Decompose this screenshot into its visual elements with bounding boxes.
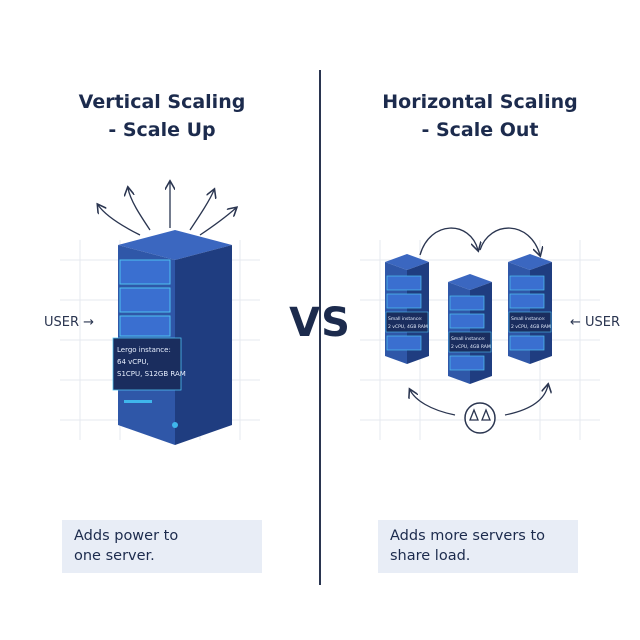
server-spec-line: Small instance: bbox=[511, 316, 546, 322]
distribution-arrows-icon bbox=[410, 227, 548, 416]
balance-scale-icon bbox=[464, 402, 496, 434]
title-line: - Scale Up bbox=[108, 119, 216, 141]
small-server bbox=[385, 254, 429, 364]
server-spec-line: S1CPU, S12GB RAM bbox=[117, 370, 186, 378]
large-server bbox=[112, 230, 232, 445]
divider bbox=[319, 70, 321, 585]
user-label-right: ← USER bbox=[570, 315, 621, 330]
small-server bbox=[448, 274, 492, 384]
small-server bbox=[508, 254, 552, 364]
note-line: Adds more servers to bbox=[390, 528, 546, 544]
horizontal-scaling-title: Horizontal Scaling - Scale Out bbox=[350, 88, 610, 144]
vertical-scaling-title: Vertical Scaling - Scale Up bbox=[32, 88, 292, 144]
server-spec-line: 2 vCPU, 4GB RAM bbox=[451, 344, 491, 350]
vertical-note: Adds power to one server. bbox=[62, 520, 262, 573]
user-label-left: USER → bbox=[44, 315, 95, 330]
server-spec-line: 2 vCPU, 4GB RAM bbox=[388, 324, 428, 330]
horizontal-note: Adds more servers to share load. bbox=[378, 520, 578, 573]
small-servers: Small instance: 2 vCPU, 4GB RAM Small ins… bbox=[385, 254, 552, 384]
vs-label: VS bbox=[289, 300, 351, 346]
server-spec-line: 2 vCPU, 4GB RAM bbox=[511, 324, 551, 330]
title-line: - Scale Out bbox=[421, 119, 539, 141]
note-line: Adds power to bbox=[74, 528, 179, 544]
note-line: one server. bbox=[74, 548, 155, 564]
server-spec-line: Small instance: bbox=[388, 316, 423, 322]
server-spec-line: Lergo instance: bbox=[117, 346, 171, 354]
note-line: share load. bbox=[390, 548, 471, 564]
server-spec-line: 64 vCPU, bbox=[117, 358, 149, 366]
server-spec-line: Small instance: bbox=[451, 336, 486, 342]
expand-arrows-icon bbox=[98, 182, 236, 236]
title-line: Vertical Scaling bbox=[78, 91, 246, 113]
title-line: Horizontal Scaling bbox=[382, 91, 578, 113]
